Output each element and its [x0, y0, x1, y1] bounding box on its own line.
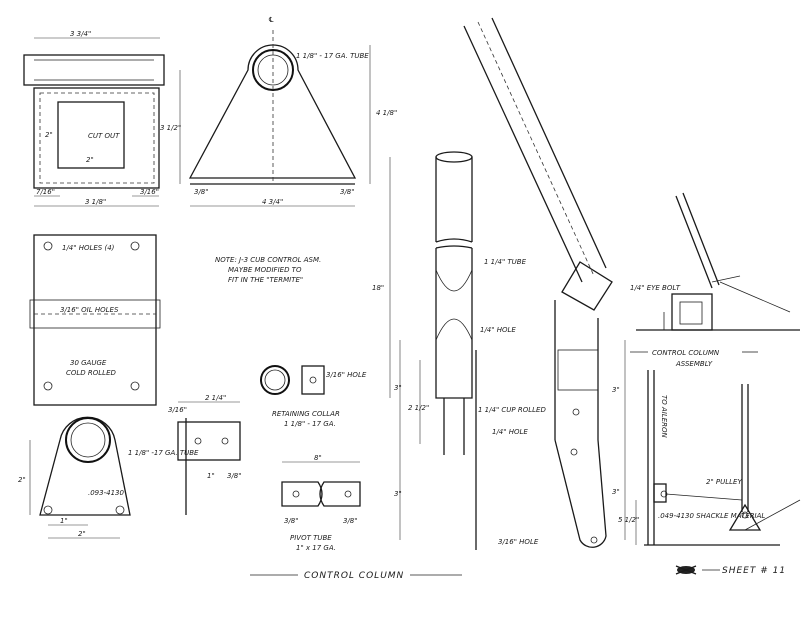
- dim-height: 4 1/8": [376, 109, 397, 117]
- dim-inner-height: 3 1/2": [160, 124, 181, 132]
- assembly-title: CONTROL COLUMN: [652, 349, 720, 357]
- bb-tube-spec: 1 1/8" -17 GA. TUBE: [128, 449, 199, 457]
- footer: CONTROL COLUMN SHEET # 11: [250, 565, 786, 581]
- control-stick: 3" 3": [463, 17, 626, 548]
- bb-material: .093-4130: [88, 489, 124, 497]
- pivot-dim-a: 3/8": [284, 517, 299, 525]
- stick-three: 3": [612, 386, 620, 394]
- retaining-collar: 3/16" HOLE RETAINING COLLAR 1 1/8" - 17 …: [260, 365, 367, 428]
- label-holes: 1/4" HOLES (4): [62, 244, 115, 252]
- pivot-dim-b: 3/8": [343, 517, 358, 525]
- label-shackle: .049-4130 SHACKLE MATERIAL: [658, 512, 765, 520]
- bb-side-one: 1": [207, 472, 215, 480]
- triangular-bracket: ℄ 1 1/8" - 17 GA. TUBE 4 1/8" 3 1/2" 3/8…: [160, 16, 397, 207]
- bracket-tube-spec: 1 1/8" - 17 GA. TUBE: [296, 52, 369, 60]
- bb-side-width: 2 1/4": [205, 394, 226, 402]
- bb-dim-one: 1": [60, 517, 68, 525]
- label-pulley: 2" PULLEY: [706, 478, 742, 486]
- dim-base: 3 1/8": [85, 198, 106, 206]
- collar-spec: 1 1/8" - 17 GA.: [284, 420, 336, 428]
- label-eye-bolt: 1/4" EYE BOLT: [630, 284, 681, 292]
- bb-side-small: 3/16": [168, 406, 187, 414]
- note-block: NOTE: J-3 CUB CONTROL ASM. MAYBE MODIFIE…: [215, 256, 321, 284]
- assembly-five: 5 1/2": [618, 516, 639, 524]
- dim-base-width: 4 3/4": [262, 198, 283, 206]
- dim-left-gap: 7/16": [36, 188, 55, 196]
- column-hole-3: 3/16" HOLE: [498, 538, 539, 546]
- note-line-1: NOTE: J-3 CUB CONTROL ASM.: [215, 256, 321, 264]
- dim-overall-width: 3 3/4": [70, 30, 91, 38]
- dim-cut-width: 2": [86, 156, 94, 164]
- bb-side-three: 3/8": [227, 472, 242, 480]
- label-cutout: CUT OUT: [88, 132, 120, 140]
- assembly-subtitle: ASSEMBLY: [675, 360, 713, 368]
- termite-logo-icon: [675, 565, 697, 575]
- bb-dim-two: 2": [78, 530, 86, 538]
- dim-inner: 2": [45, 131, 53, 139]
- note-line-3: FIT IN THE "TERMITE": [228, 276, 303, 284]
- column-two-half: 2 1/2": [408, 404, 429, 412]
- channel-front-view: 3 3/4" CUT OUT 2" 2" 7/16" 3/16" 3 1/8": [23, 30, 165, 207]
- label-cold-rolled: COLD ROLLED: [66, 369, 117, 377]
- pivot-tube: 8" 3/8" 3/8" PIVOT TUBE 1" x 17 GA.: [281, 454, 361, 552]
- plate-view: 1/4" HOLES (4) 3/16" OIL HOLES 30 GAUGE …: [29, 234, 161, 406]
- column-hole-1: 1/4" HOLE: [480, 326, 516, 334]
- bottom-bracket: 1 1/8" -17 GA. TUBE 2" .093-4130 1" 2" 2…: [18, 394, 242, 539]
- footer-title: CONTROL COLUMN: [304, 571, 404, 581]
- bb-height: 2": [18, 476, 26, 484]
- label-gauge: 30 GAUGE: [70, 359, 107, 367]
- pivot-length: 8": [314, 454, 322, 462]
- label-aileron: TO AILERON: [660, 395, 668, 439]
- dim-left: 3/8": [194, 188, 209, 196]
- pivot-spec: 1" x 17 GA.: [296, 544, 336, 552]
- note-line-2: MAYBE MODIFIED TO: [228, 266, 302, 274]
- sheet-number: SHEET # 11: [722, 566, 786, 576]
- collar-hole: 3/16" HOLE: [326, 371, 367, 379]
- column-three: 3": [394, 384, 402, 392]
- column-hole-2: 1/4" HOLE: [492, 428, 528, 436]
- column-three-b: 3": [394, 490, 402, 498]
- column-cup: 1 1/4" CUP ROLLED: [478, 406, 546, 414]
- pivot-name: PIVOT TUBE: [290, 534, 332, 542]
- label-oil-holes: 3/16" OIL HOLES: [60, 306, 119, 314]
- column-tube-spec: 1 1/4" TUBE: [484, 258, 527, 266]
- dim-right-gap: 3/16": [140, 188, 159, 196]
- stick-three-b: 3": [612, 488, 620, 496]
- centerline-mark: ℄: [268, 16, 274, 24]
- dim-right: 3/8": [340, 188, 355, 196]
- collar-name: RETAINING COLLAR: [272, 410, 340, 418]
- assembly-view: 1/4" EYE BOLT CONTROL COLUMN ASSEMBLY TO…: [618, 192, 801, 546]
- column-length: 18": [372, 284, 384, 292]
- column-tube: 1 1/4" TUBE 18" 1/4" HOLE 3" 2 1/2" 1 1/…: [372, 151, 546, 550]
